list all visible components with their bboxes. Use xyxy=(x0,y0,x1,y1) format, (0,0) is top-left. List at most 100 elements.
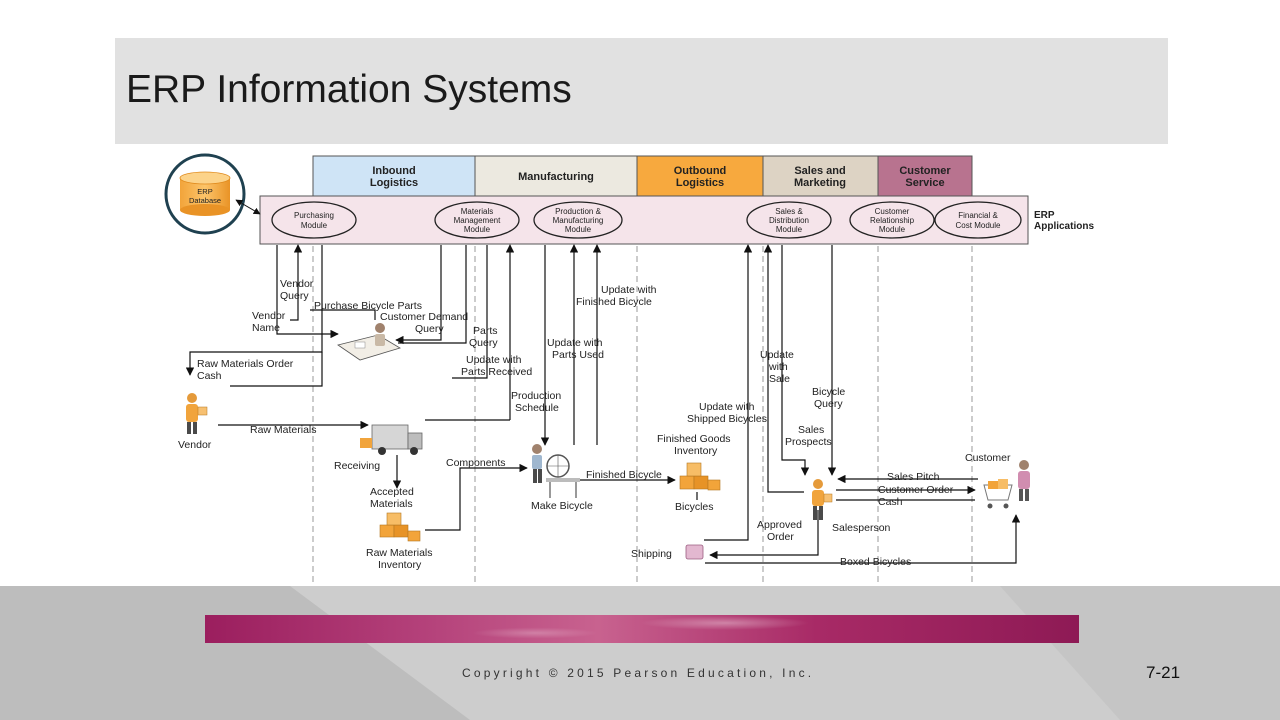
svg-text:with: with xyxy=(768,361,788,373)
svg-text:Query: Query xyxy=(415,323,444,335)
svg-text:Query: Query xyxy=(469,337,498,349)
make-bicycle-icon xyxy=(532,444,580,498)
svg-text:Cash: Cash xyxy=(197,370,222,382)
svg-text:Materials: Materials xyxy=(370,498,413,510)
erp-diagram: Inbound Logistics Manufacturing Outbound… xyxy=(164,153,1094,585)
svg-text:Parts: Parts xyxy=(473,325,498,337)
slide-title: ERP Information Systems xyxy=(126,68,572,111)
svg-text:Raw Materials: Raw Materials xyxy=(366,547,433,559)
svg-text:Bicycle: Bicycle xyxy=(812,386,845,398)
svg-text:Finished Bicycle: Finished Bicycle xyxy=(576,296,652,308)
svg-text:Customer Demand: Customer Demand xyxy=(380,311,468,323)
erp-modules: Purchasing Module Materials Management M… xyxy=(271,201,1022,239)
svg-text:Finished Bicycle: Finished Bicycle xyxy=(586,469,662,481)
flow-arrows xyxy=(185,244,1021,564)
svg-text:Raw Materials Order: Raw Materials Order xyxy=(197,358,294,370)
svg-text:Update with: Update with xyxy=(466,354,522,366)
svg-text:Update with: Update with xyxy=(699,401,755,413)
svg-text:Module: Module xyxy=(464,225,491,234)
flow-labels: Vendor Query Purchase Bicycle Parts Vend… xyxy=(197,278,954,568)
purchasing-clerk-icon xyxy=(337,323,401,361)
svg-text:Materials: Materials xyxy=(461,207,493,216)
footer: Copyright © 2015 Pearson Education, Inc.… xyxy=(0,586,1280,720)
dept-inbound-logistics xyxy=(312,155,476,197)
svg-text:Production: Production xyxy=(511,390,561,402)
svg-text:Query: Query xyxy=(280,290,309,302)
module-production-manufacturing xyxy=(533,201,623,239)
svg-text:Salesperson: Salesperson xyxy=(832,522,891,534)
svg-text:Parts Used: Parts Used xyxy=(552,349,604,361)
department-headers: Inbound Logistics Manufacturing Outbound… xyxy=(312,155,973,197)
svg-text:Database: Database xyxy=(189,196,221,205)
module-purchasing xyxy=(271,201,357,239)
svg-text:Bicycles: Bicycles xyxy=(675,501,714,513)
receiving-truck-icon xyxy=(360,424,423,455)
raw-materials-boxes-icon xyxy=(379,512,421,542)
erp-database: ERP Database xyxy=(164,153,261,235)
dept-label: Manufacturing xyxy=(518,171,594,183)
svg-text:Parts Received: Parts Received xyxy=(461,366,532,378)
svg-text:Module: Module xyxy=(565,225,592,234)
salesperson-icon xyxy=(812,479,833,520)
module-customer-relationship xyxy=(849,201,935,239)
dept-label: Logistics xyxy=(676,177,724,189)
svg-text:Components: Components xyxy=(446,457,506,469)
svg-text:Vendor: Vendor xyxy=(178,439,212,451)
svg-text:Schedule: Schedule xyxy=(515,402,559,414)
svg-text:Production &: Production & xyxy=(555,207,601,216)
svg-text:Relationship: Relationship xyxy=(870,216,915,225)
svg-text:Financial &: Financial & xyxy=(958,211,998,220)
svg-text:Module: Module xyxy=(776,225,803,234)
dept-label: Customer xyxy=(899,165,951,177)
module-financial-cost xyxy=(934,201,1022,239)
svg-text:ERP: ERP xyxy=(197,187,212,196)
svg-text:Module: Module xyxy=(879,225,906,234)
actor-icons xyxy=(186,323,1030,560)
svg-text:Cost Module: Cost Module xyxy=(956,221,1001,230)
dept-customer-service xyxy=(877,155,973,197)
svg-text:Name: Name xyxy=(252,322,280,334)
actor-labels: Vendor Receiving Accepted Materials Raw … xyxy=(178,433,1011,571)
footer-wedge xyxy=(0,586,1280,720)
svg-text:Customer: Customer xyxy=(965,452,1011,464)
copyright-text: Copyright © 2015 Pearson Education, Inc. xyxy=(462,666,815,680)
dept-manufacturing xyxy=(474,155,638,197)
erp-applications-label: Applications xyxy=(1034,221,1094,232)
svg-text:Sale: Sale xyxy=(769,373,790,385)
svg-text:Purchase Bicycle Parts: Purchase Bicycle Parts xyxy=(314,300,422,312)
dept-label: Marketing xyxy=(794,177,846,189)
svg-text:Update with: Update with xyxy=(547,337,603,349)
customer-icon xyxy=(983,460,1030,509)
svg-text:Distribution: Distribution xyxy=(769,216,809,225)
svg-text:Accepted: Accepted xyxy=(370,486,414,498)
svg-text:Shipping: Shipping xyxy=(631,548,672,560)
svg-text:Prospects: Prospects xyxy=(785,436,832,448)
svg-text:Raw Materials: Raw Materials xyxy=(250,424,317,436)
svg-text:Sales Pitch: Sales Pitch xyxy=(887,471,940,483)
svg-text:Customer Order: Customer Order xyxy=(878,484,954,496)
dept-label: Sales and xyxy=(794,165,845,177)
svg-text:Boxed Bicycles: Boxed Bicycles xyxy=(840,556,911,568)
svg-text:Module: Module xyxy=(301,221,328,230)
svg-text:Update: Update xyxy=(760,349,794,361)
slide-number: 7-21 xyxy=(1146,663,1181,682)
svg-text:Management: Management xyxy=(454,216,501,225)
svg-text:Shipped Bicycles: Shipped Bicycles xyxy=(687,413,767,425)
decorative-ribbon xyxy=(205,615,1079,643)
svg-text:Manufacturing: Manufacturing xyxy=(553,216,604,225)
column-guides xyxy=(312,246,973,585)
svg-text:Vendor: Vendor xyxy=(252,310,286,322)
svg-text:Cash: Cash xyxy=(878,496,903,508)
svg-text:Customer: Customer xyxy=(875,207,910,216)
erp-applications-label: ERP xyxy=(1034,210,1055,221)
module-sales-distribution xyxy=(746,201,832,239)
vendor-icon xyxy=(186,393,208,434)
svg-text:Inventory: Inventory xyxy=(674,445,718,457)
svg-text:Query: Query xyxy=(814,398,843,410)
svg-text:Inventory: Inventory xyxy=(378,559,422,571)
svg-text:Approved: Approved xyxy=(757,519,802,531)
svg-text:Receiving: Receiving xyxy=(334,460,380,472)
svg-text:Sales: Sales xyxy=(798,424,824,436)
svg-text:Finished Goods: Finished Goods xyxy=(657,433,731,445)
svg-text:Make Bicycle: Make Bicycle xyxy=(531,500,593,512)
